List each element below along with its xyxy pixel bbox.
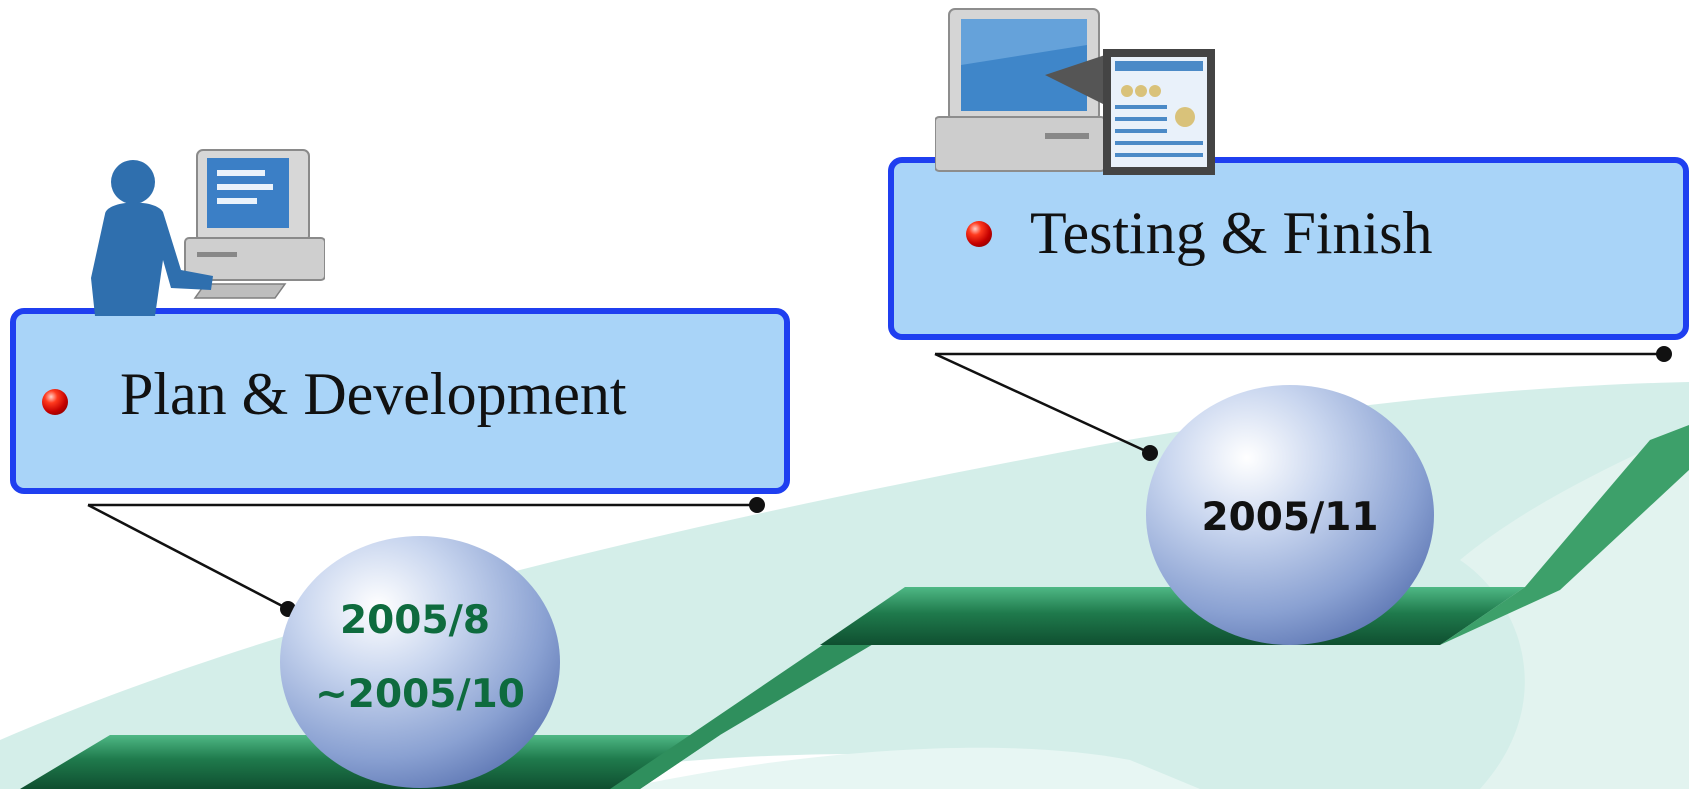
connector-dot — [1142, 445, 1158, 461]
milestone-date-end: ~2005/10 — [315, 672, 525, 717]
swoosh-lower-band — [620, 747, 1200, 789]
milestone-sphere-testing — [1146, 385, 1434, 645]
red-bullet-icon — [42, 389, 68, 415]
desktop-computer-screenshot-icon — [935, 8, 1215, 175]
milestone-box-testing — [888, 157, 1689, 340]
connector-testing — [934, 352, 1664, 455]
milestone-sphere-plan — [280, 536, 560, 788]
timeline-ribbon-rise — [1440, 425, 1689, 645]
timeline-ribbon-upper — [820, 587, 1525, 645]
milestone-date-testing: 2005/11 — [1201, 495, 1379, 540]
person-at-computer-icon — [91, 149, 325, 316]
connector-dot — [1656, 346, 1672, 362]
connector-plan — [87, 503, 757, 611]
connector-dot — [749, 497, 765, 513]
milestone-label-testing: Testing & Finish — [1030, 200, 1433, 266]
timeline-ribbon-riser — [610, 640, 880, 789]
milestone-date-start: 2005/8 — [340, 598, 490, 643]
milestone-box-plan — [10, 308, 790, 494]
red-bullet-icon — [966, 221, 992, 247]
milestone-label-plan: Plan & Development — [120, 361, 627, 427]
